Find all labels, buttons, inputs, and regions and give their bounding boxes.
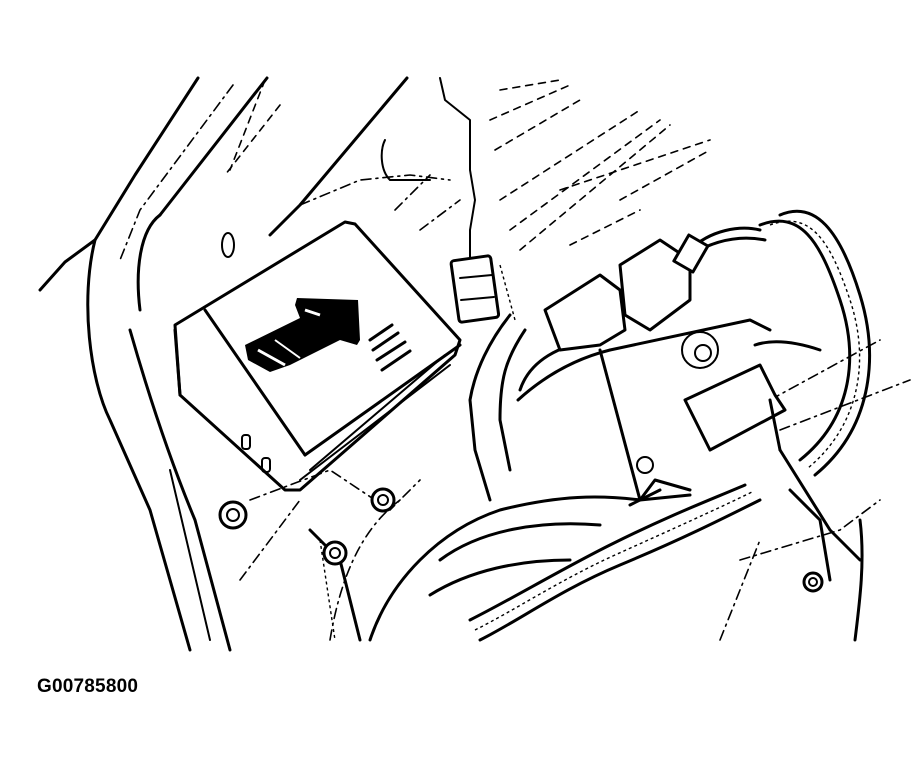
- module-tab: [261, 457, 271, 473]
- lower-housing: [239, 469, 881, 642]
- label-stripes-icon: [368, 323, 412, 372]
- module-tab: [241, 434, 251, 450]
- figure-code-label: G00785800: [37, 676, 139, 697]
- corrugated-wiring-harness: [468, 209, 871, 642]
- body-panel-left: [38, 76, 269, 652]
- bolt-icon: [322, 540, 348, 566]
- bolt-icon: [802, 571, 824, 593]
- bolt-icon: [218, 500, 248, 530]
- mounting-hole: [221, 232, 235, 258]
- upper-panel: [224, 76, 476, 261]
- control-module: [173, 220, 462, 492]
- arrow-up-right-icon: [245, 298, 360, 372]
- bolts: [218, 487, 824, 593]
- bolt-icon: [681, 331, 719, 369]
- harness-bracket: [468, 226, 862, 582]
- small-connector: [449, 254, 516, 324]
- bolt-icon: [370, 487, 396, 513]
- screw-icon: [636, 456, 654, 474]
- background-hidden-lines: [489, 79, 911, 431]
